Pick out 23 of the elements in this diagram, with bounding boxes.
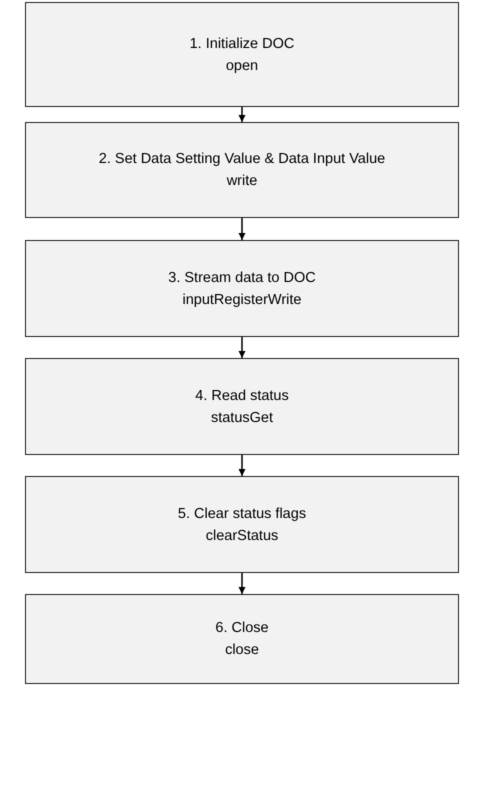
- step-title: 2. Set Data Setting Value & Data Input Value: [98, 150, 386, 169]
- process-box: [25, 594, 459, 684]
- function-name: write: [226, 172, 258, 191]
- arrow: [238, 573, 246, 594]
- function-name: close: [225, 641, 259, 660]
- process-box: [25, 358, 459, 455]
- process-box: [25, 476, 459, 573]
- step-title: 3. Stream data to DOC: [168, 268, 316, 288]
- function-name: statusGet: [210, 408, 274, 428]
- arrow: [238, 455, 246, 476]
- step-title: 6. Close: [215, 619, 269, 638]
- step-title: 5. Clear status flags: [178, 504, 306, 524]
- process-box: [25, 240, 459, 337]
- function-name: clearStatus: [206, 526, 278, 546]
- arrow: [238, 218, 246, 240]
- step-title: 4. Read status: [195, 386, 289, 406]
- process-box: [25, 2, 459, 107]
- function-name: open: [226, 56, 258, 76]
- process-box: [25, 122, 459, 218]
- function-name: inputRegisterWrite: [182, 290, 302, 310]
- arrow: [238, 107, 246, 122]
- step-title: 1. Initialize DOC: [190, 34, 294, 54]
- arrow: [238, 337, 246, 358]
